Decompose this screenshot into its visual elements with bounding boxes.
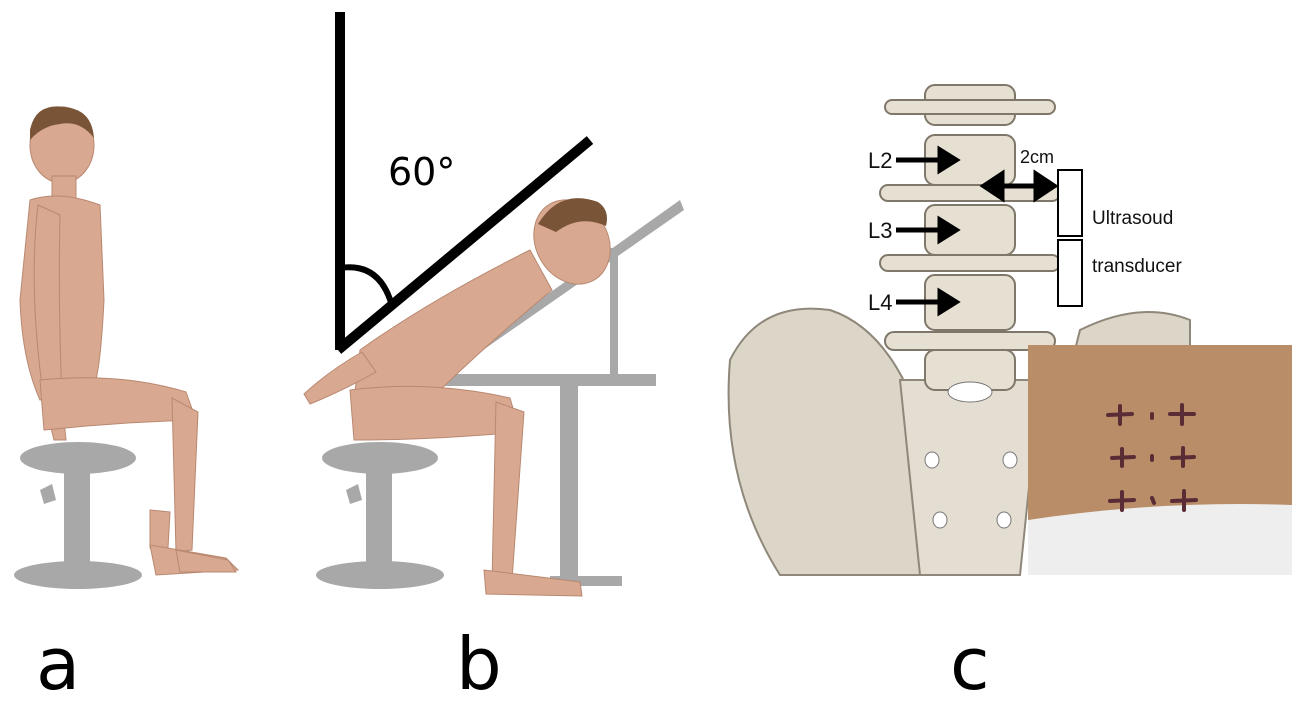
skin-marking-photo	[1028, 345, 1292, 575]
vertebra-label-l4: L4	[868, 290, 892, 316]
angle-label: 60°	[388, 150, 455, 194]
upright-sitting-illustration	[0, 0, 300, 720]
transducer-label-line2: transducer	[1092, 256, 1182, 278]
panel-letter-b: b	[456, 628, 502, 700]
child-figure-icon	[20, 106, 238, 575]
spine-anatomy-illustration	[720, 0, 1296, 720]
panel-b-forward-lean: 60° b	[280, 0, 700, 720]
panel-letter-c: c	[950, 628, 990, 700]
panel-a-upright-sitting: a	[0, 0, 300, 720]
forward-lean-illustration	[280, 0, 700, 720]
angle-arc-icon	[340, 267, 392, 306]
vertebral-column-icon	[880, 85, 1060, 390]
vertebra-label-l2: L2	[868, 148, 892, 174]
transducer-label-line1: Ultrasoud	[1092, 208, 1173, 230]
transducer-boxes-icon	[1058, 170, 1082, 306]
panel-c-spine-ultrasound: L2 L3 L4 2cm Ultrasoud transducer c	[720, 0, 1296, 720]
vertebra-label-l3: L3	[868, 218, 892, 244]
stool-icon	[14, 442, 142, 589]
panel-letter-a: a	[36, 628, 80, 700]
sacrum-icon	[900, 380, 1040, 575]
stool-icon	[316, 442, 444, 589]
distance-label: 2cm	[1020, 147, 1054, 168]
